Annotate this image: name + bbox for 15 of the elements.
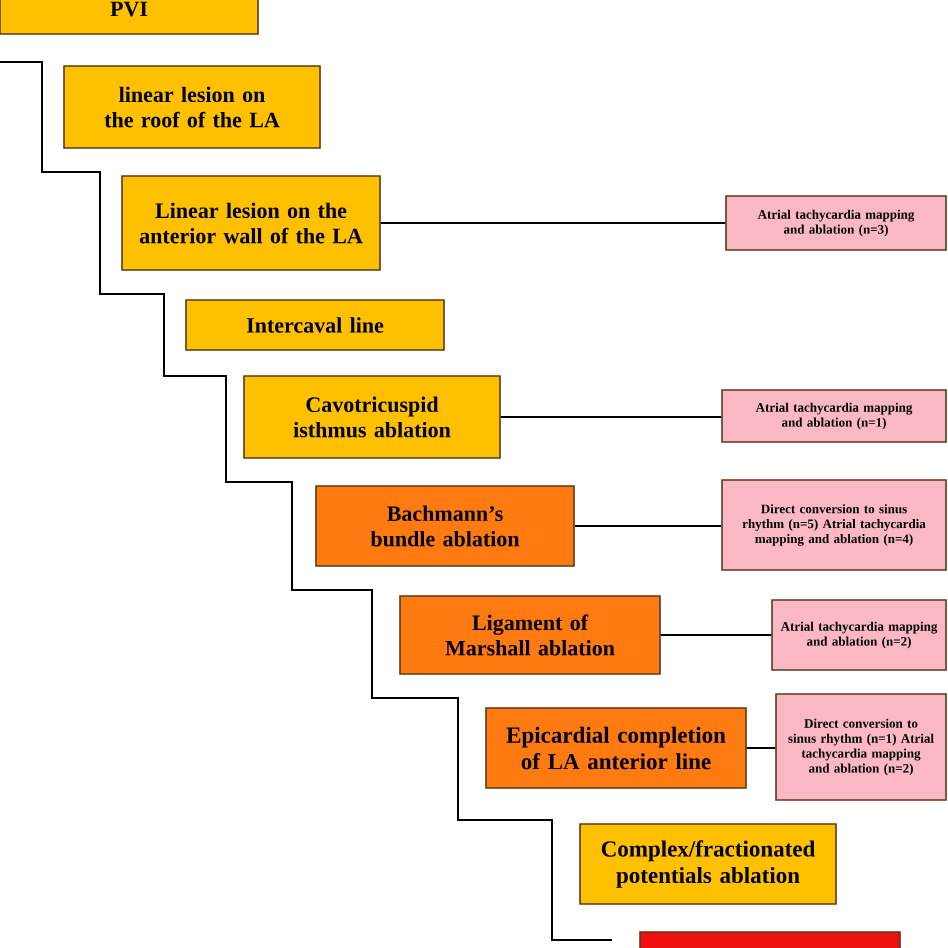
connector-line (379, 222, 727, 224)
step-box: Ligament of Marshall ablation (399, 595, 661, 675)
step-box: Linear lesion on the anterior wall of the LA (121, 175, 381, 271)
step-box: Bachmann’s bundle ablation (315, 485, 575, 567)
step-box (639, 931, 901, 948)
connector-line (573, 525, 723, 527)
step-box: linear lesion on the roof of the LA (63, 65, 321, 149)
connector-line (659, 634, 773, 636)
connector-line (499, 416, 723, 418)
step-box: Cavotricuspid isthmus ablation (243, 375, 501, 459)
connector-line (745, 747, 777, 749)
step-box: PVI (0, 0, 259, 35)
step-box: Intercaval line (185, 299, 445, 351)
step-box: Complex/fractionated potentials ablation (579, 823, 837, 905)
step-box: Epicardial completion of LA anterior line (485, 707, 747, 789)
